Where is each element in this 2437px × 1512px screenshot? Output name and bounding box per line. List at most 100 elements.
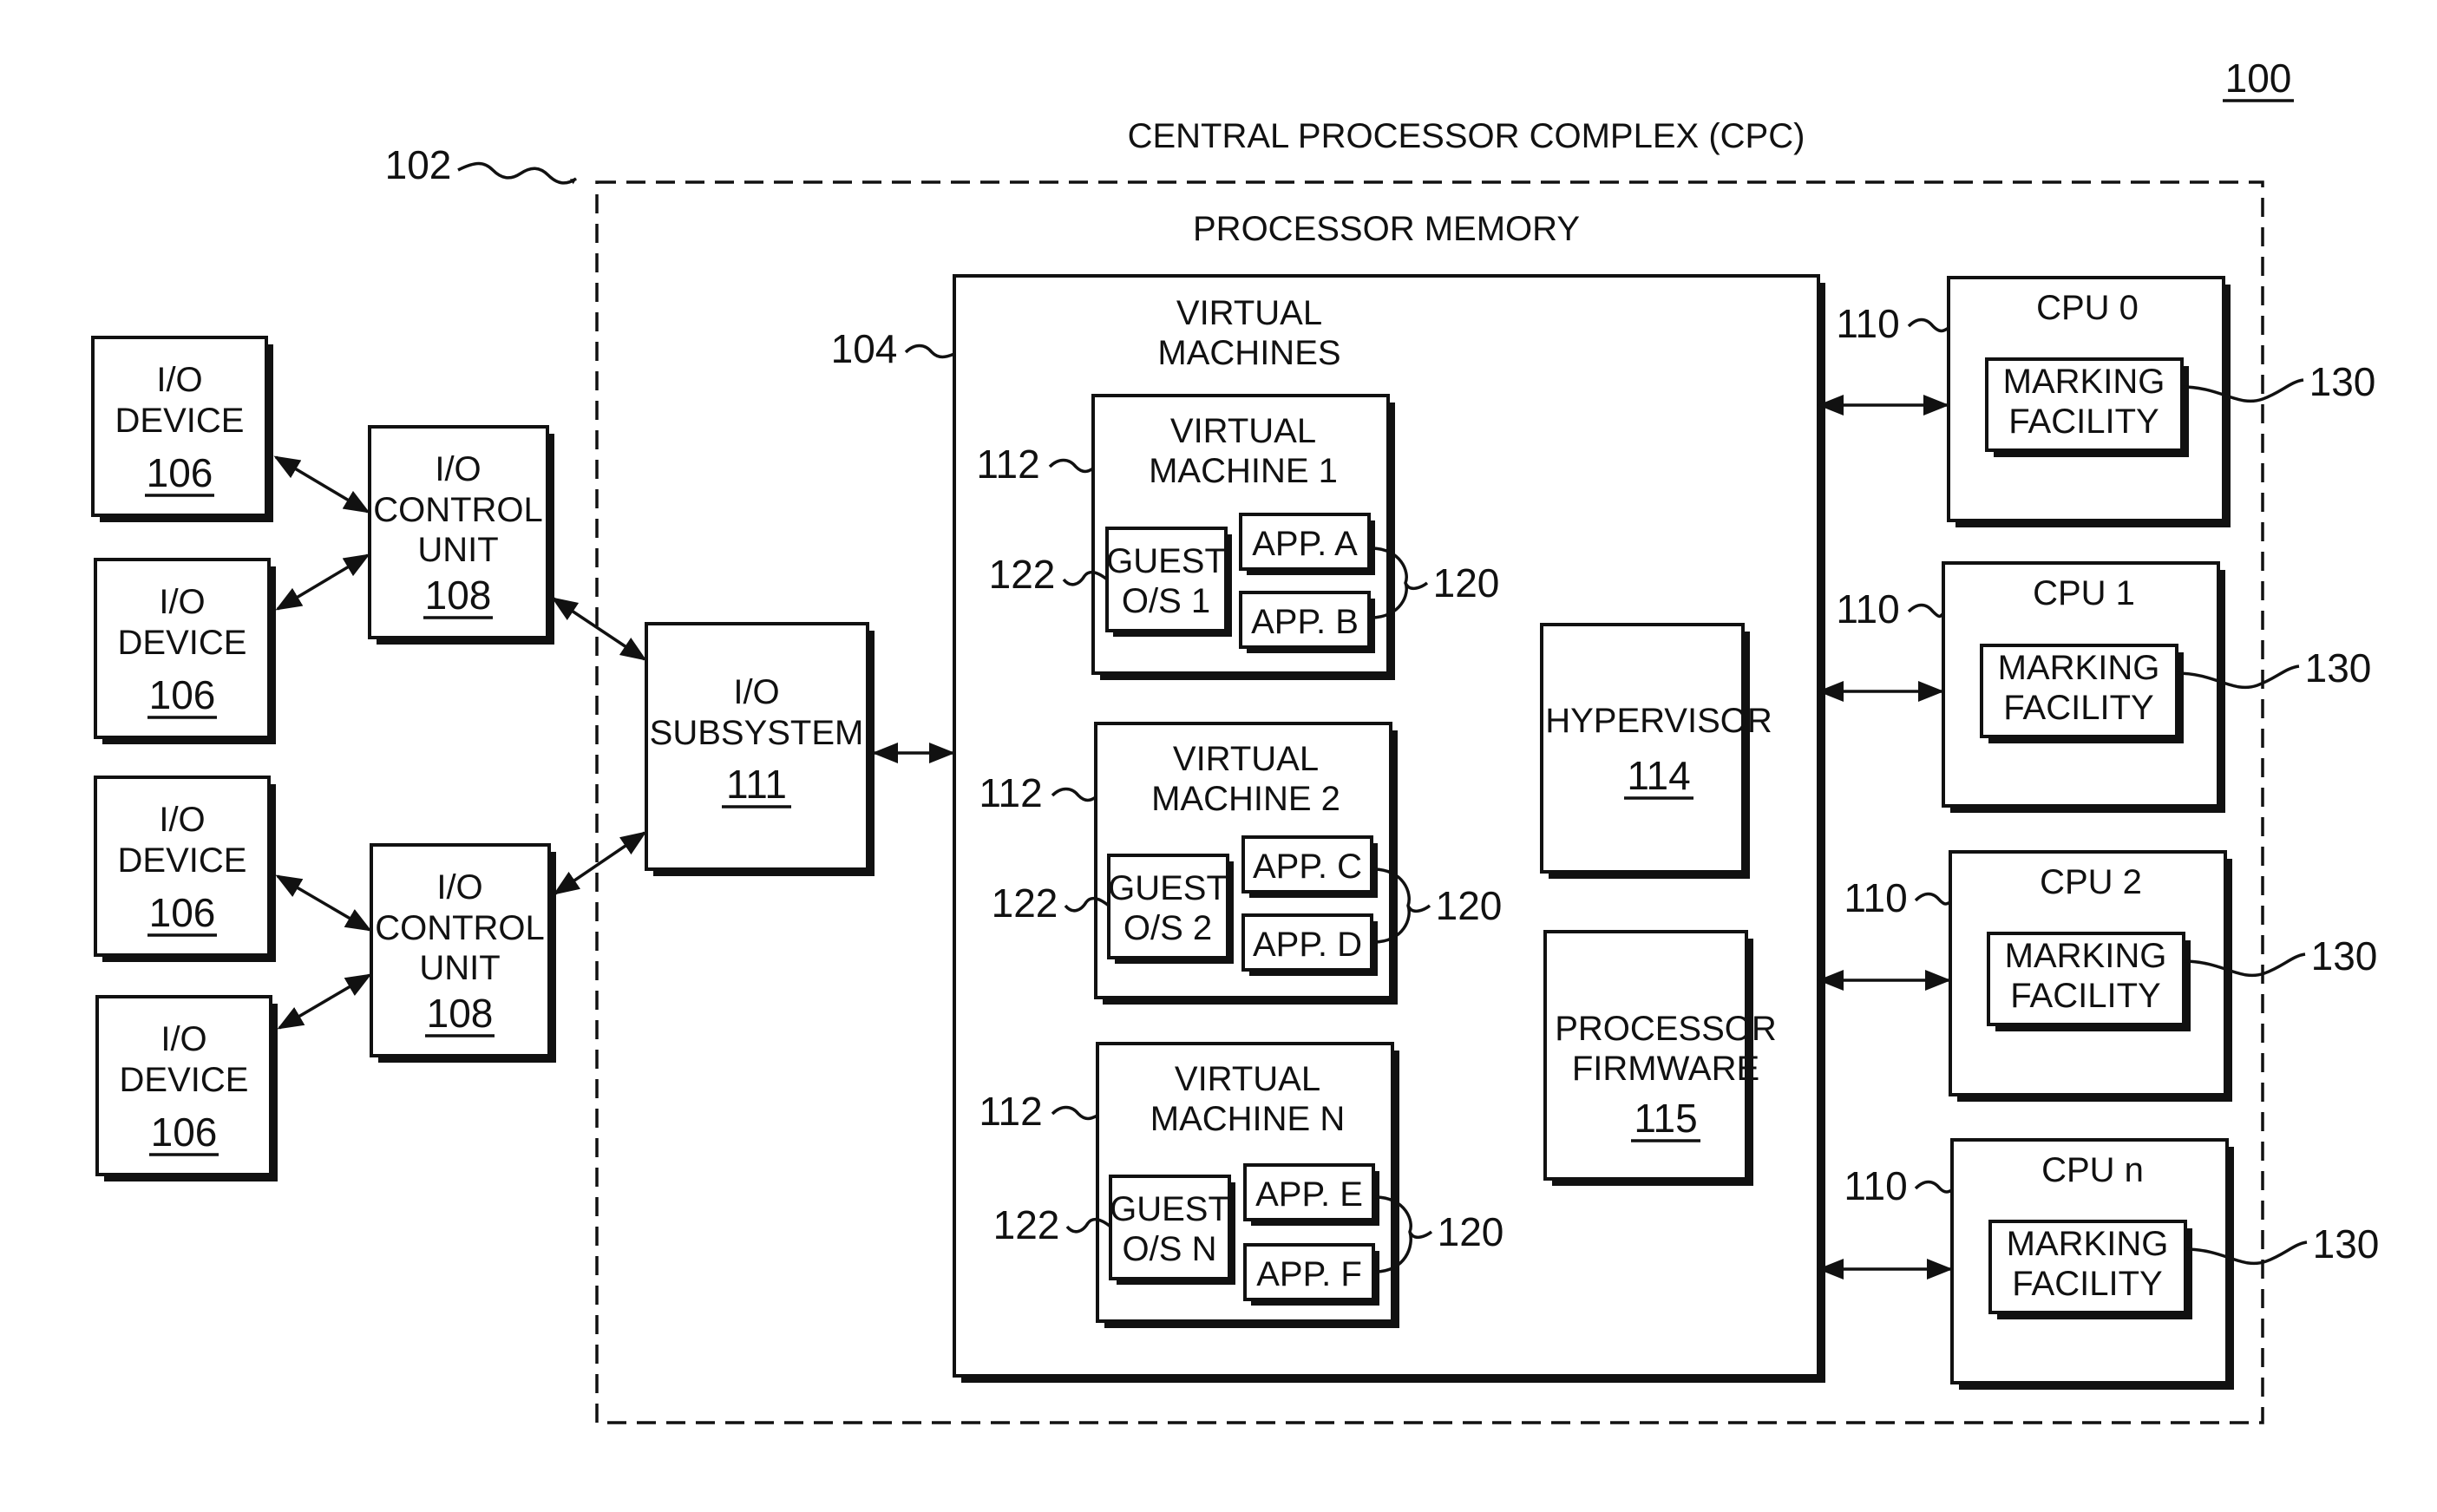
figure-number: 100 xyxy=(2225,56,2292,101)
virtual-machine-ref: 112 xyxy=(979,770,1042,815)
app-label: APP. B xyxy=(1251,603,1359,641)
apps-ref: 120 xyxy=(1433,560,1500,605)
marking-facility-label: FACILITY xyxy=(2010,977,2160,1015)
app-label: APP. E xyxy=(1255,1175,1363,1214)
virtual-machines-title: VIRTUAL xyxy=(1176,294,1322,332)
processor-firmware-label: FIRMWARE xyxy=(1572,1050,1759,1088)
io-control-unit-label: CONTROL xyxy=(375,909,545,947)
io-control-unit-label: CONTROL xyxy=(373,491,543,529)
guest-os-label: O/S N xyxy=(1123,1230,1217,1268)
io-control-unit-2: I/O CONTROL UNIT 108 xyxy=(371,845,556,1063)
processor-memory-ref: 104 xyxy=(831,326,898,371)
cpu-ref: 110 xyxy=(1836,586,1899,632)
virtual-machine-n: VIRTUAL MACHINE N GUEST O/S N APP. E APP… xyxy=(1097,1044,1399,1328)
cpu-ref-leader xyxy=(1909,605,1943,617)
virtual-machine-title: MACHINE 1 xyxy=(1149,452,1338,490)
cpc-title: CENTRAL PROCESSOR COMPLEX (CPC) xyxy=(1128,117,1805,155)
cpu-n: CPU n MARKING FACILITY xyxy=(1952,1140,2234,1390)
marking-facility-ref: 130 xyxy=(2313,1221,2380,1267)
cpu-ref-leader xyxy=(1916,894,1950,905)
cpu-ref-leader xyxy=(1916,1182,1952,1193)
io-subsystem: I/O SUBSYSTEM 111 xyxy=(646,624,875,876)
cpu-2: CPU 2 MARKING FACILITY xyxy=(1950,852,2232,1102)
cpc-ref: 102 xyxy=(385,142,452,187)
marking-facility ref: 130 xyxy=(2311,933,2378,979)
io-device-ref: 106 xyxy=(147,450,213,495)
io-device-2: I/O DEVICE 106 xyxy=(95,560,276,744)
cpu-title: CPU 1 xyxy=(2033,574,2135,612)
io-control-unit-ref: 108 xyxy=(425,573,492,618)
io-device-label: DEVICE xyxy=(118,841,247,880)
virtual-machine-ref: 112 xyxy=(979,1089,1042,1134)
io-subsystem-label: SUBSYSTEM xyxy=(650,714,864,752)
io-device-3: I/O DEVICE 106 xyxy=(95,777,276,962)
marking-facility-label: MARKING xyxy=(2005,937,2167,975)
io-device-2-control-unit-1-link xyxy=(278,555,368,609)
marking-facility-ref: 130 xyxy=(2309,359,2376,404)
processor-memory-title: PROCESSOR MEMORY xyxy=(1193,210,1580,248)
virtual-machine-title: MACHINE N xyxy=(1150,1100,1345,1138)
marking-facility-label: MARKING xyxy=(1998,649,2160,687)
guest-os-label: GUEST xyxy=(1110,1190,1229,1228)
guest-os-label: O/S 2 xyxy=(1124,909,1212,947)
marking-facility-ref: 130 xyxy=(2305,645,2372,691)
io-device-label: DEVICE xyxy=(118,624,247,662)
cpu-1: CPU 1 MARKING FACILITY xyxy=(1943,563,2225,813)
io-device-4: I/O DEVICE 106 xyxy=(97,997,278,1181)
io-control-unit-label: I/O xyxy=(436,868,482,907)
virtual-machine-title: VIRTUAL xyxy=(1173,740,1319,778)
cpu-title: CPU n xyxy=(2041,1151,2144,1189)
guest-os-label: O/S 1 xyxy=(1122,582,1210,620)
virtual-machine-2: VIRTUAL MACHINE 2 GUEST O/S 2 APP. C APP… xyxy=(1096,723,1398,1005)
control-unit-2-subsystem-link xyxy=(555,833,645,893)
cpu-ref-leader xyxy=(1909,320,1949,331)
app-label: APP. D xyxy=(1253,926,1362,964)
io-device-1-control-unit-1-link xyxy=(276,457,368,512)
processor-firmware-label: PROCESSOR xyxy=(1555,1010,1777,1048)
io-control-unit-label: I/O xyxy=(435,450,481,488)
io-device-ref: 106 xyxy=(149,672,216,717)
control-unit-1-subsystem-link xyxy=(554,599,645,659)
guest-os-ref: 122 xyxy=(992,880,1058,926)
processor-firmware-ref: 115 xyxy=(1634,1096,1697,1141)
guest-os-ref: 122 xyxy=(989,552,1056,597)
io-device-ref: 106 xyxy=(149,890,216,935)
cpu-ref: 110 xyxy=(1836,301,1899,346)
virtual-machine-title: MACHINE 2 xyxy=(1151,780,1340,818)
virtual-machine-ref: 112 xyxy=(976,442,1039,487)
cpu-ref: 110 xyxy=(1844,1163,1907,1208)
io-control-unit-1: I/O CONTROL UNIT 108 xyxy=(370,427,554,645)
cpu-title: CPU 0 xyxy=(2036,289,2139,327)
io-device-label: I/O xyxy=(159,583,205,621)
marking-facility-label: MARKING xyxy=(2007,1225,2169,1263)
virtual-machine-title: VIRTUAL xyxy=(1170,412,1316,450)
app-label: APP. F xyxy=(1256,1255,1362,1293)
apps-ref: 120 xyxy=(1438,1209,1504,1254)
marking-facility-label: FACILITY xyxy=(2008,403,2159,441)
io-control-unit-label: UNIT xyxy=(417,531,498,569)
io-subsystem-label: I/O xyxy=(733,673,779,711)
guest-os-ref: 122 xyxy=(993,1202,1060,1247)
cpu-0: CPU 0 MARKING FACILITY xyxy=(1949,278,2231,527)
virtual-machines-title-line2: MACHINES xyxy=(1157,334,1340,372)
marking-facility-label: MARKING xyxy=(2003,363,2165,401)
app-label: APP. C xyxy=(1253,848,1362,886)
virtual-machine-1: VIRTUAL MACHINE 1 GUEST O/S 1 APP. A APP… xyxy=(1093,396,1395,680)
marking-facility-label: FACILITY xyxy=(2003,689,2153,727)
io-device-3-control-unit-2-link xyxy=(278,876,370,930)
guest-os-label: GUEST xyxy=(1106,542,1226,580)
io-device-label: DEVICE xyxy=(120,1061,249,1099)
io-device-label: DEVICE xyxy=(115,402,245,440)
cpu-ref: 110 xyxy=(1844,875,1907,920)
processor-firmware: PROCESSOR FIRMWARE 115 xyxy=(1545,932,1777,1186)
io-device-1: I/O DEVICE 106 xyxy=(93,337,273,522)
guest-os-label: GUEST xyxy=(1108,869,1228,907)
marking-facility-label: FACILITY xyxy=(2012,1265,2162,1303)
cpc-ref-leader xyxy=(458,164,576,183)
io-device-label: I/O xyxy=(159,801,205,839)
app-label: APP. A xyxy=(1252,525,1358,563)
io-control-unit-label: UNIT xyxy=(419,949,500,987)
cpu-title: CPU 2 xyxy=(2040,863,2142,901)
io-control-unit-ref: 108 xyxy=(427,991,494,1036)
